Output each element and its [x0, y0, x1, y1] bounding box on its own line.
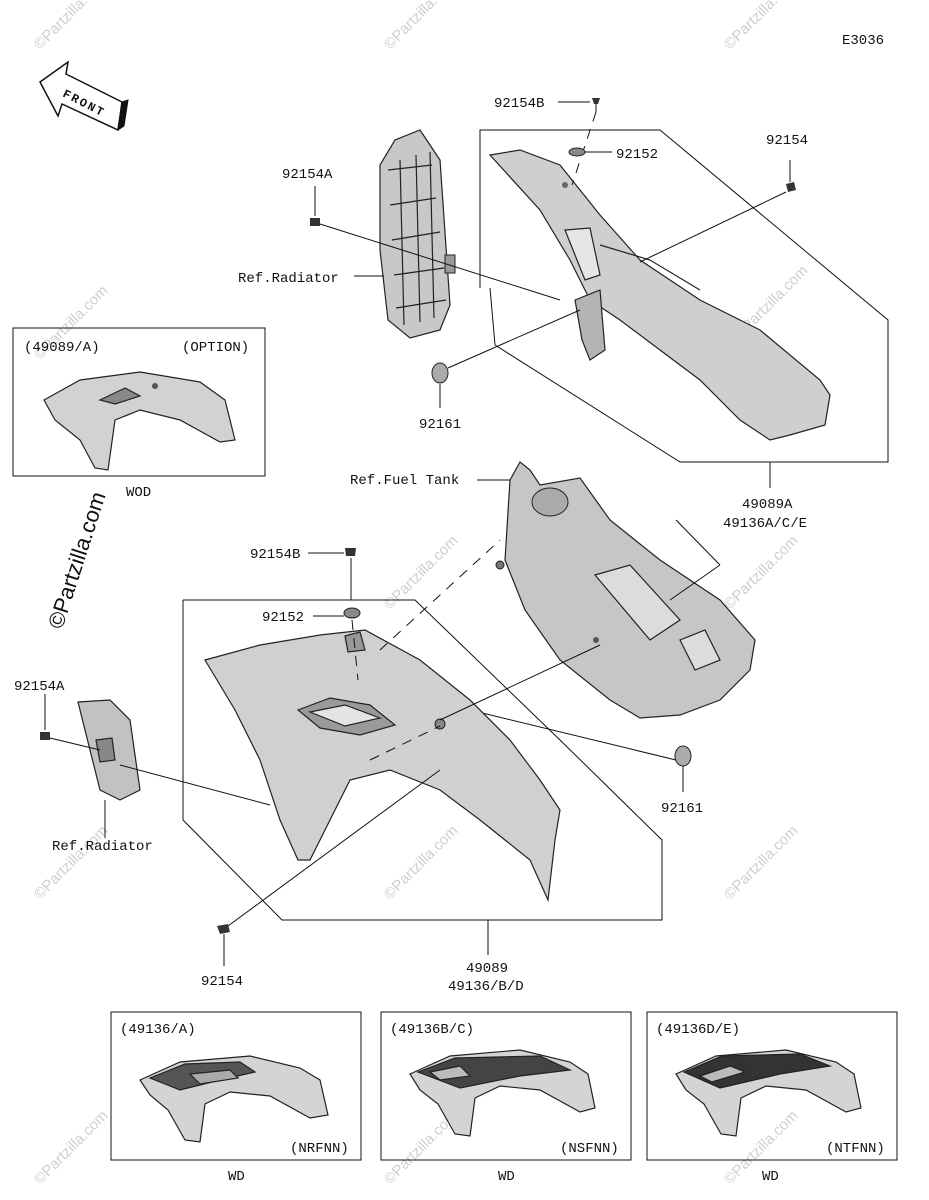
bolt-92154a-left — [40, 732, 50, 740]
leader — [227, 769, 441, 927]
radiator-grille — [379, 129, 456, 339]
watermark: ©Partzilla.com — [31, 822, 112, 903]
leader-frame-upper — [479, 129, 889, 463]
variant-color: (NSFNN) — [560, 1141, 619, 1157]
label-92152-mid: 92152 — [262, 610, 304, 626]
variant-caption: WD — [498, 1169, 515, 1185]
watermark: ©Partzilla.com — [721, 532, 802, 613]
option-code: (49089/A) — [24, 340, 100, 356]
watermark: ©Partzilla.com — [381, 0, 462, 53]
shroud-49089a — [488, 149, 831, 441]
label-92161-right: 92161 — [661, 801, 703, 817]
leader — [49, 737, 101, 751]
leader — [675, 519, 721, 566]
watermark: ©Partzilla.com — [31, 0, 112, 53]
label-ref-radiator-bottom: Ref.Radiator — [52, 839, 153, 855]
label-92154b-top: 92154B — [494, 96, 544, 112]
leader — [571, 111, 597, 186]
label-92154a-left: 92154A — [14, 679, 65, 695]
bolt-92154-bottom — [217, 924, 230, 934]
variant-color: (NRFNN) — [290, 1141, 349, 1157]
watermark: ©Partzilla.com — [31, 1107, 112, 1188]
leader — [319, 223, 561, 301]
label-92154-top: 92154 — [766, 133, 808, 149]
leader — [669, 564, 721, 601]
bolt-92154b-top — [592, 98, 600, 112]
watermark: ©Partzilla.com — [721, 0, 802, 53]
leader — [379, 539, 501, 651]
variant-caption: WD — [228, 1169, 245, 1185]
variant-box-3: (49136D/E) (NTFNN) WD — [646, 1011, 898, 1185]
leader — [469, 709, 677, 761]
label-49089: 49089 — [466, 961, 508, 977]
watermark: ©Partzilla.com — [381, 822, 462, 903]
variant-color: (NTFNN) — [826, 1141, 885, 1157]
bolt-92154a-top — [310, 218, 320, 226]
leader — [369, 725, 441, 761]
label-ref-radiator-top: Ref.Radiator — [238, 271, 339, 287]
bolt-92154b-mid — [345, 548, 356, 556]
variant-code: (49136D/E) — [656, 1022, 740, 1038]
label-92154b-mid: 92154B — [250, 547, 300, 563]
label-49089a: 49089A — [742, 497, 793, 513]
leader — [639, 191, 787, 263]
fuel-tank — [495, 461, 756, 719]
variant-box-2: (49136B/C) (NSFNN) WD — [380, 1011, 632, 1185]
watermark: ©Partzilla.com — [721, 822, 802, 903]
variant-code: (49136/A) — [120, 1022, 196, 1038]
label-92161-top: 92161 — [419, 417, 461, 433]
diagram-code: E3036 — [842, 33, 884, 49]
washer-92152-top — [568, 147, 586, 157]
leader — [447, 309, 581, 369]
front-arrow-icon: FRONT — [39, 60, 129, 132]
watermark-main: ©Partzilla.com — [43, 489, 111, 632]
label-49136bd: 49136/B/D — [448, 979, 524, 995]
bolt-92154-top — [786, 182, 796, 192]
option-caption: WOD — [126, 485, 151, 501]
label-49136ace: 49136A/C/E — [723, 516, 807, 532]
watermark: ©Partzilla.com — [381, 532, 462, 613]
label-92154a-top: 92154A — [282, 167, 333, 183]
grommet-92161-right — [674, 745, 692, 767]
variant-box-1: (49136/A) (NRFNN) WD — [110, 1011, 362, 1185]
shroud-49089 — [204, 629, 561, 903]
radiator-side-piece — [77, 699, 141, 801]
variant-caption: WD — [762, 1169, 779, 1185]
leader — [439, 644, 601, 721]
washer-92152-mid — [343, 607, 361, 619]
leader — [119, 764, 271, 806]
grommet-92161-top — [431, 362, 449, 384]
label-92154-bottom: 92154 — [201, 974, 243, 990]
label-ref-fuel-tank: Ref.Fuel Tank — [350, 473, 459, 489]
variant-code: (49136B/C) — [390, 1022, 474, 1038]
label-92152-top: 92152 — [616, 147, 658, 163]
option-label: (OPTION) — [182, 340, 249, 356]
option-box: (49089/A) (OPTION) WOD — [12, 327, 266, 501]
leader-frame-lower — [182, 599, 663, 921]
